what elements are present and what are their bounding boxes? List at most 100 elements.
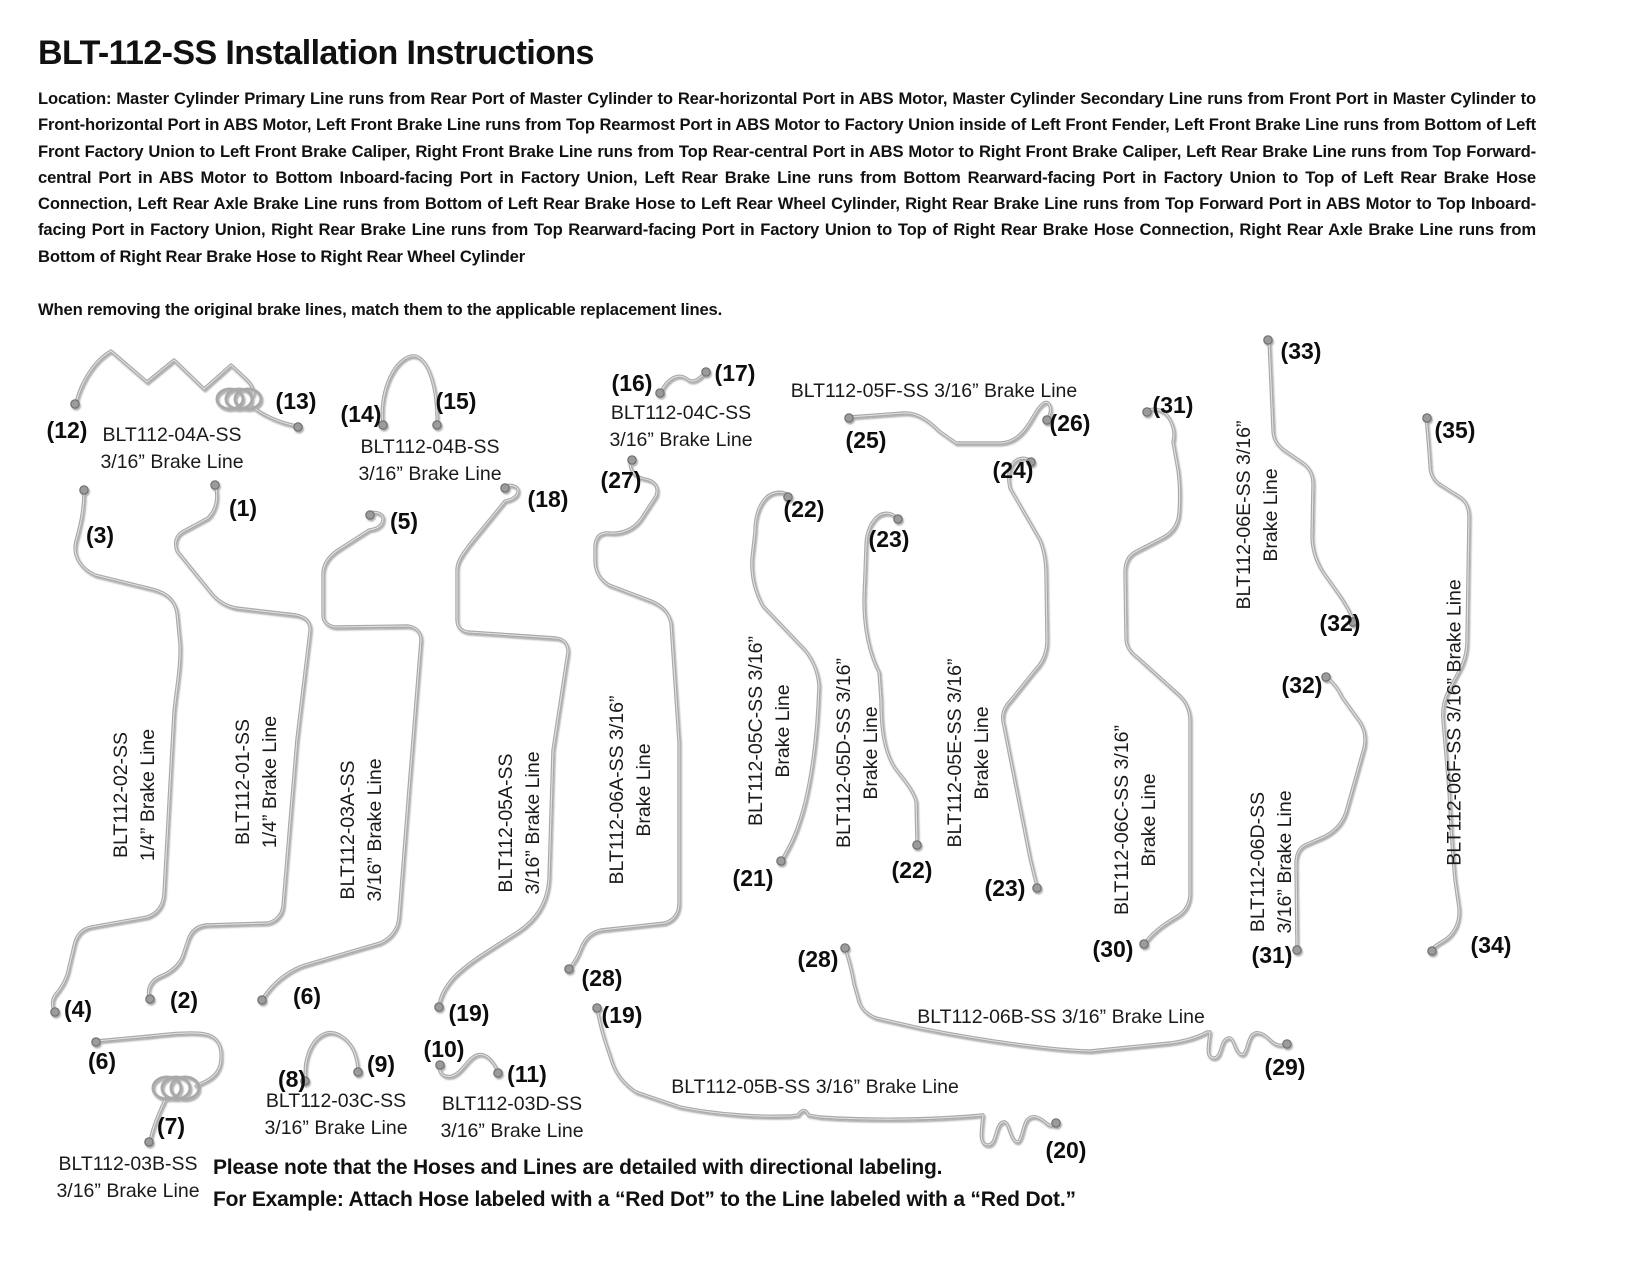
tube-fitting: [293, 422, 303, 432]
part-label-text: 3/16” Brake Line: [522, 751, 544, 895]
callout-6: (6): [292, 983, 322, 1009]
part-label-blt112-05c-ss: BLT112-05C-SS 3/16”Brake Line: [743, 561, 797, 901]
brake-line-blt112-06f-ss: [1422, 413, 1471, 956]
brake-line-blt112-03a-ss: [257, 510, 423, 1005]
callout-30: (30): [1092, 936, 1134, 962]
callout-29: (29): [1264, 1054, 1306, 1080]
callout-27: (27): [600, 467, 642, 493]
part-label-text: 3/16” Brake Line: [100, 451, 244, 473]
brake-line-blt112-05a-ss: [434, 483, 570, 1012]
callout-21: (21): [732, 865, 774, 891]
brake-line-blt112-05f-ss: [844, 400, 1053, 445]
brake-line-blt112-04a-ss: [70, 349, 303, 432]
part-label-blt112-04a-ss: BLT112-04A-SS 3/16” Brake Line: [2, 422, 342, 476]
coil-loop: [233, 387, 263, 411]
tube-fitting: [1042, 415, 1052, 425]
tube-fitting: [434, 1002, 444, 1012]
tube-fitting: [500, 483, 510, 493]
tube-fitting: [144, 1137, 154, 1147]
brake-line-blt112-06d-ss: [1292, 672, 1367, 955]
location-paragraph: Location: Master Cylinder Primary Line r…: [38, 89, 1536, 266]
removal-note: When removing the original brake lines, …: [38, 300, 723, 319]
callout-35: (35): [1434, 417, 1476, 443]
callout-24: (24): [992, 457, 1034, 483]
tube-fitting: [627, 455, 637, 465]
callout-20: (20): [1045, 1137, 1087, 1163]
page-title: BLT-112-SS Installation Instructions: [38, 34, 594, 72]
tube-fitting: [1292, 945, 1302, 955]
part-label-text: BLT112-06C-SS 3/16”: [1111, 724, 1133, 916]
tube-fitting: [435, 1060, 445, 1070]
tube-fitting: [1427, 946, 1437, 956]
part-label-text: BLT112-04C-SS: [610, 402, 752, 424]
callout-11: (11): [507, 1061, 547, 1087]
part-label-text: 3/16” Brake Line: [56, 1180, 200, 1202]
tube-fitting: [1051, 1118, 1061, 1128]
part-label-blt112-05d-ss: BLT112-05D-SS 3/16”Brake Line: [831, 583, 885, 923]
callout-22: (22): [891, 857, 933, 883]
part-label-text: BLT112-03A-SS: [337, 760, 359, 900]
part-label-text: Brake Line: [1260, 468, 1282, 562]
part-label-text: 3/16” Brake Line: [1274, 790, 1296, 934]
callout-34: (34): [1470, 932, 1512, 958]
callout-32: (32): [1319, 610, 1361, 636]
tube-fitting: [1282, 1039, 1292, 1049]
brake-line-blt112-04c-ss: [655, 367, 711, 398]
part-label-text: Brake Line: [971, 706, 993, 800]
tube-fitting: [493, 1068, 503, 1078]
callout-9: (9): [366, 1051, 396, 1077]
part-label-text: BLT112-05C-SS 3/16”: [745, 635, 767, 827]
tube-fitting: [776, 856, 786, 866]
tube-fitting: [701, 367, 711, 377]
callout-13: (13): [275, 388, 317, 414]
callout-15: (15): [435, 388, 477, 414]
tube-fitting: [840, 943, 850, 953]
callout-2: (2): [169, 987, 199, 1013]
part-label-text: Brake Line: [1138, 773, 1160, 867]
callout-5: (5): [389, 508, 419, 534]
coil-loop: [169, 1075, 201, 1101]
callout-31: (31): [1152, 392, 1194, 418]
part-label-blt112-06a-ss: BLT112-06A-SS 3/16”Brake Line: [604, 620, 658, 960]
tube-fitting: [79, 485, 89, 495]
tube-fitting: [70, 399, 80, 409]
brake-line-blt112-06e-ss: [1263, 335, 1358, 627]
part-label-text: BLT112-04A-SS: [102, 424, 242, 446]
part-label-text: BLT112-06B-SS 3/16” Brake Line: [917, 1005, 1205, 1028]
callout-17: (17): [714, 360, 756, 386]
tube-fitting: [844, 413, 854, 423]
tube-fitting: [365, 510, 375, 520]
callout-6: (6): [87, 1048, 117, 1074]
tube-fitting: [1422, 413, 1432, 423]
callout-28: (28): [581, 965, 623, 991]
tube-fitting: [592, 1003, 602, 1013]
part-label-text: BLT112-03D-SS: [441, 1093, 583, 1115]
tube-fitting: [1142, 407, 1152, 417]
part-label-text: 3/16” Brake Line: [358, 463, 502, 485]
part-label-text: Brake Line: [860, 706, 882, 800]
part-label-text: BLT112-05D-SS 3/16”: [833, 657, 855, 849]
part-label-blt112-05e-ss: BLT112-05E-SS 3/16”Brake Line: [942, 583, 996, 923]
callout-19: (19): [448, 1000, 490, 1026]
part-label-text: BLT112-05B-SS 3/16” Brake Line: [671, 1075, 959, 1098]
part-label-text: BLT112-06A-SS 3/16”: [606, 695, 628, 885]
callout-26: (26): [1049, 410, 1091, 436]
tube-fitting: [655, 388, 665, 398]
part-label-blt112-06e-ss: BLT112-06E-SS 3/16”Brake Line: [1231, 345, 1285, 685]
brake-line-blt112-02-ss: [50, 485, 182, 1017]
footer-note-line2: For Example: Attach Hose labeled with a …: [213, 1188, 1076, 1211]
tube-fitting: [300, 1076, 310, 1086]
tube-fitting: [1139, 939, 1149, 949]
part-label-text: BLT112-05F-SS 3/16” Brake Line: [790, 379, 1078, 402]
brake-line-blt112-05b-ss: [592, 1003, 1061, 1147]
brake-line-blt112-03d-ss: [435, 1052, 503, 1079]
brake-line-blt112-03b-ss: [91, 1031, 223, 1147]
callout-1: (1): [228, 495, 258, 521]
coil-loop: [151, 1075, 183, 1101]
tube-fitting: [353, 1067, 363, 1077]
part-label-blt112-05f-ss: BLT112-05F-SS 3/16” Brake Line: [764, 378, 1104, 405]
callout-25: (25): [845, 427, 887, 453]
